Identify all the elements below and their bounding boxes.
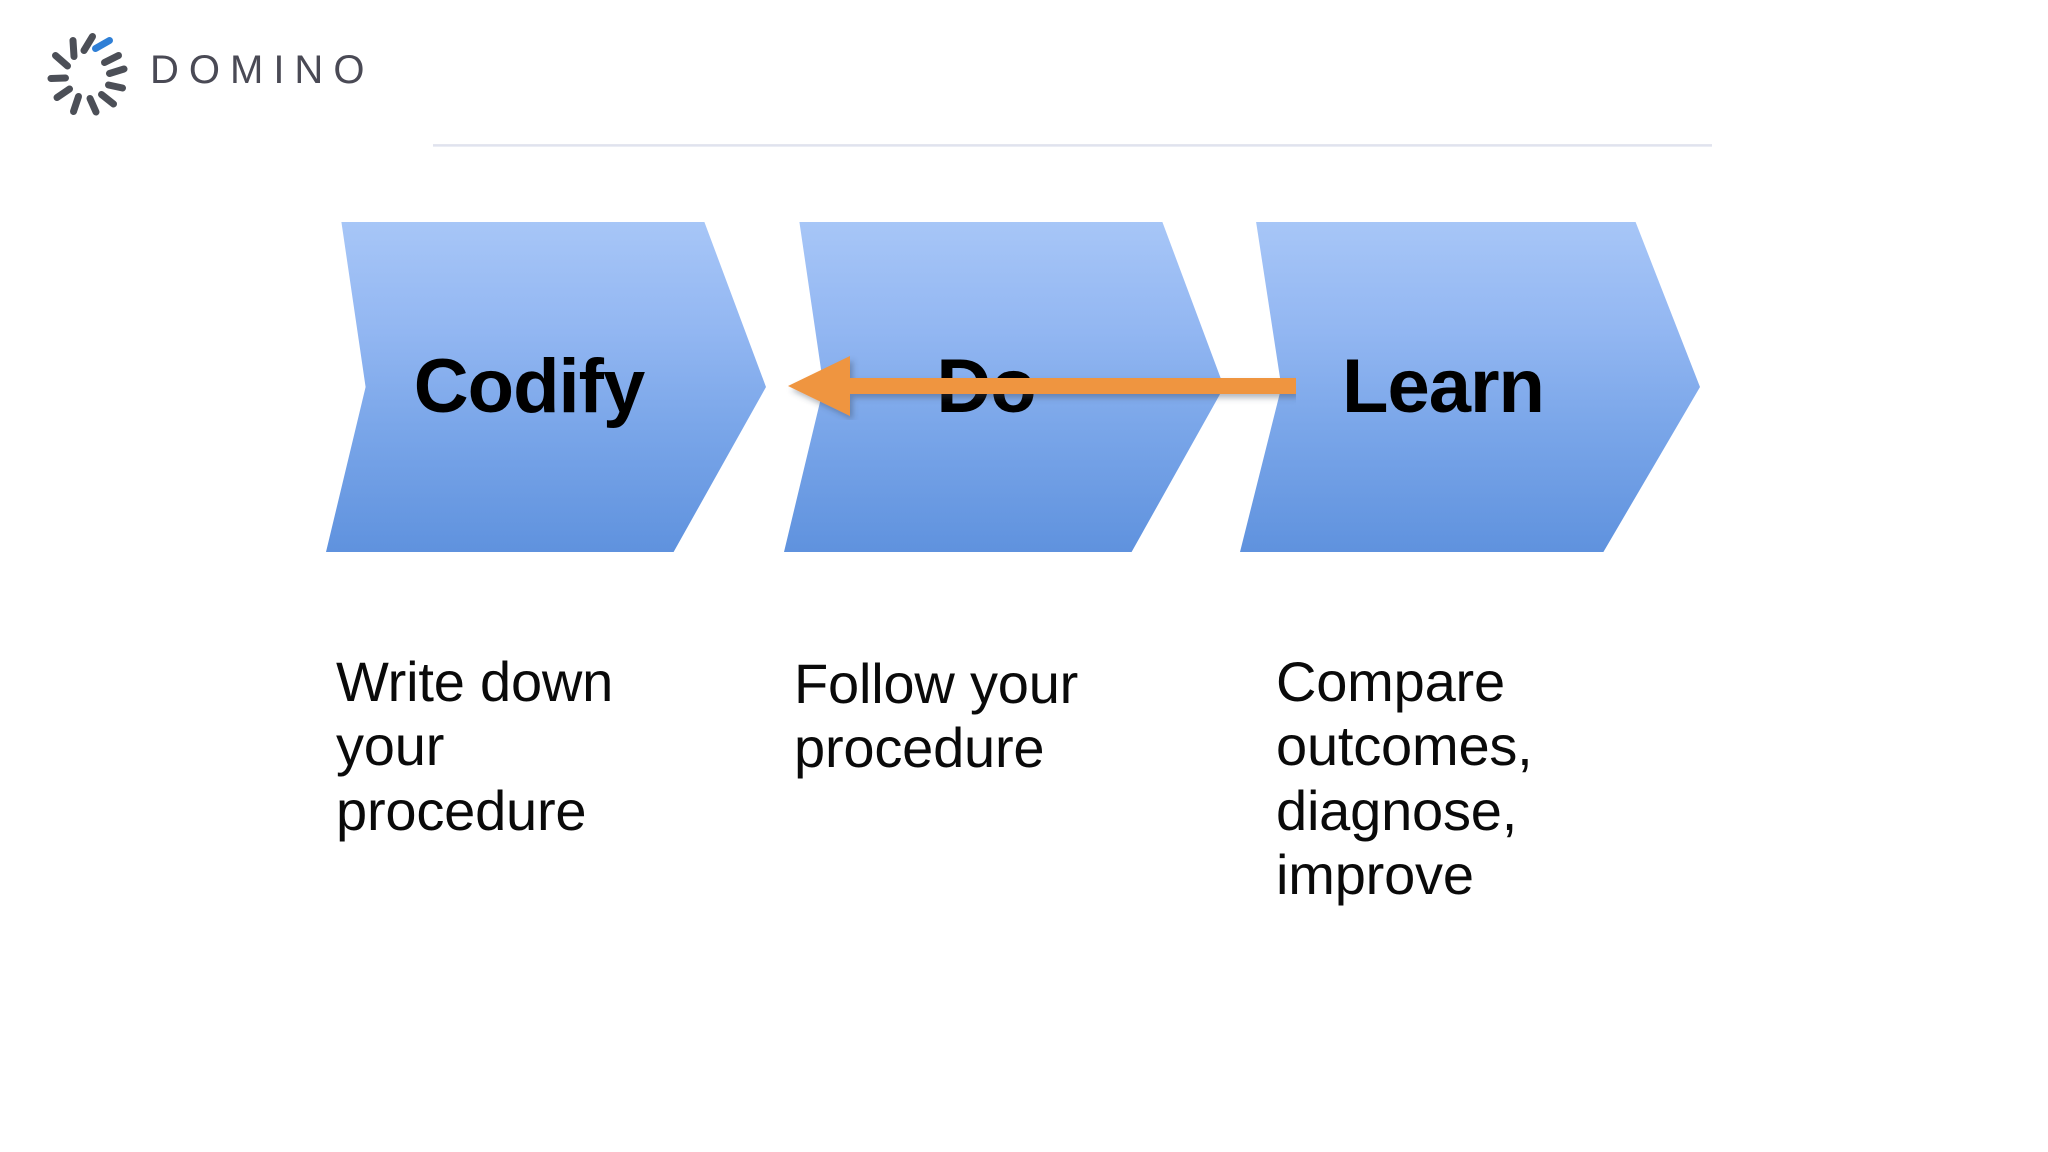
chevron-shape bbox=[326, 222, 766, 552]
step-caption-codify: Write down your procedure bbox=[336, 650, 614, 842]
header-divider bbox=[433, 144, 1712, 147]
domino-aperture-icon bbox=[40, 24, 136, 120]
step-caption-learn: Compare outcomes, diagnose, improve bbox=[1276, 650, 1533, 907]
arrow-left-icon bbox=[780, 352, 1296, 420]
chevron-label: Codify bbox=[413, 344, 645, 429]
chevron-label: Do bbox=[936, 344, 1036, 429]
process-step-codify[interactable]: Codify bbox=[326, 222, 766, 552]
process-step-learn[interactable]: Learn bbox=[1240, 222, 1700, 552]
brand-logo: DOMINO bbox=[40, 24, 370, 116]
chevron-shape bbox=[784, 222, 1224, 552]
brand-wordmark: DOMINO bbox=[150, 48, 375, 92]
process-step-do[interactable]: Do bbox=[784, 222, 1224, 552]
step-caption-do: Follow your procedure bbox=[794, 652, 1079, 780]
chevron-shape bbox=[1240, 222, 1700, 552]
chevron-label: Learn bbox=[1342, 344, 1545, 429]
